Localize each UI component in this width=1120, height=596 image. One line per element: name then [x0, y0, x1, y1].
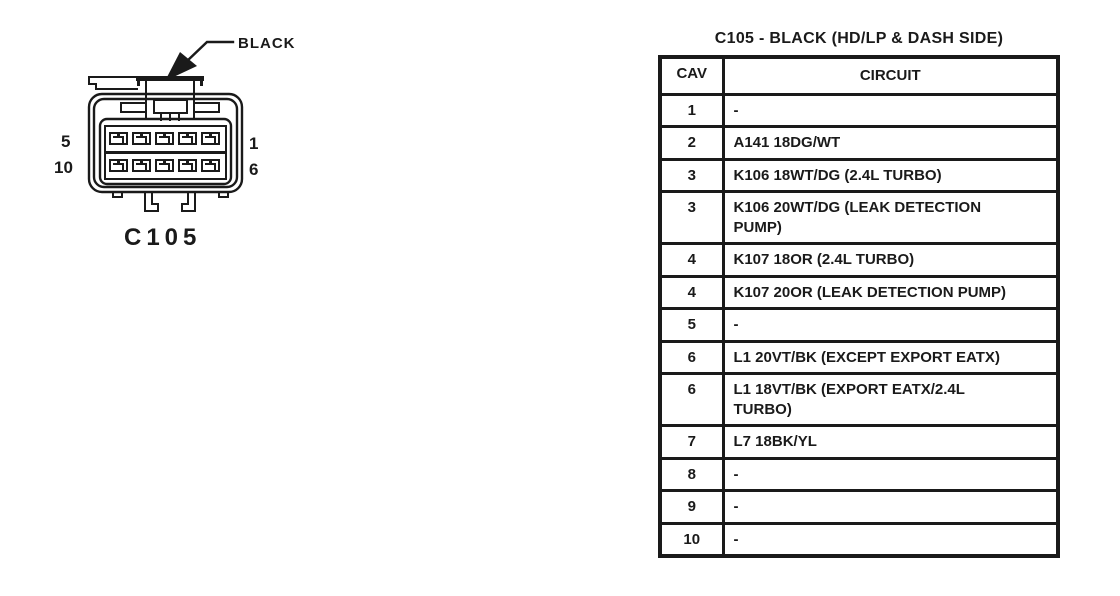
cav-cell: 4 [658, 274, 725, 310]
pinout-table-body: 1 - 2 A141 18DG/WT 3 K106 18WT/DG (2.4L … [658, 92, 1060, 558]
table-row: 6 L1 18VT/BK (EXPORT EATX/2.4L TURBO) [658, 372, 1060, 427]
table-row: 5 - [658, 307, 1060, 343]
circuit-cell: K106 18WT/DG (2.4L TURBO) [721, 157, 1060, 193]
table-row: 4 K107 20OR (LEAK DETECTION PUMP) [658, 274, 1060, 310]
table-row: 7 L7 18BK/YL [658, 424, 1060, 460]
table-row: 9 - [658, 489, 1060, 525]
circuit-cell: L7 18BK/YL [721, 424, 1060, 460]
table-row: 3 K106 18WT/DG (2.4L TURBO) [658, 157, 1060, 193]
pin-label-6: 6 [249, 160, 258, 179]
pinout-table: CAV CIRCUIT 1 - 2 A141 18DG/WT 3 K106 18… [658, 55, 1060, 558]
cav-column-header: CAV [658, 55, 725, 96]
header-row: CAV CIRCUIT [658, 55, 1060, 96]
circuit-cell: K106 20WT/DG (LEAK DETECTION PUMP) [721, 190, 1060, 245]
circuit-cell: K107 20OR (LEAK DETECTION PUMP) [721, 274, 1060, 310]
table-row: 2 A141 18DG/WT [658, 125, 1060, 161]
table-row: 10 - [658, 521, 1060, 558]
pinout-table-title: C105 - BLACK (HD/LP & DASH SIDE) [714, 30, 1004, 47]
circuit-cell: - [721, 92, 1060, 128]
connector-name-label: C105 [124, 224, 201, 251]
pinout-section: C105 - BLACK (HD/LP & DASH SIDE) CAV CIR… [658, 30, 1060, 558]
cav-cell: 2 [658, 125, 725, 161]
table-row: 4 K107 18OR (2.4L TURBO) [658, 242, 1060, 278]
circuit-cell: L1 18VT/BK (EXPORT EATX/2.4L TURBO) [721, 372, 1060, 427]
cav-cell: 1 [658, 92, 725, 128]
cav-cell: 3 [658, 190, 725, 245]
pin-label-10: 10 [54, 158, 73, 177]
cav-cell: 5 [658, 307, 725, 343]
table-row: 1 - [658, 92, 1060, 128]
connector-diagram-svg: BLACK 5 10 1 6 C105 [54, 35, 296, 251]
circuit-cell: - [721, 307, 1060, 343]
connector-figure: BLACK 5 10 1 6 C105 [0, 0, 340, 270]
circuit-cell: L1 20VT/BK (EXCEPT EXPORT EATX) [721, 339, 1060, 375]
cav-cell: 7 [658, 424, 725, 460]
circuit-cell: A141 18DG/WT [721, 125, 1060, 161]
pin-label-1: 1 [249, 134, 258, 153]
pinout-table-head: CAV CIRCUIT [658, 55, 1060, 96]
table-row: 8 - [658, 456, 1060, 492]
cav-cell: 10 [658, 521, 725, 558]
cav-cell: 4 [658, 242, 725, 278]
circuit-cell: - [721, 456, 1060, 492]
cav-cell: 8 [658, 456, 725, 492]
cav-cell: 9 [658, 489, 725, 525]
circuit-cell: - [721, 489, 1060, 525]
cav-cell: 6 [658, 372, 725, 427]
pin-label-5: 5 [61, 132, 70, 151]
connector-bottom-tabs [112, 191, 229, 212]
terminal-grid [104, 125, 227, 180]
circuit-cell: K107 18OR (2.4L TURBO) [721, 242, 1060, 278]
table-row: 6 L1 20VT/BK (EXCEPT EXPORT EATX) [658, 339, 1060, 375]
color-callout-arrow [165, 40, 235, 81]
cav-cell: 6 [658, 339, 725, 375]
color-callout-label: BLACK [238, 35, 296, 52]
table-row: 3 K106 20WT/DG (LEAK DETECTION PUMP) [658, 190, 1060, 245]
cav-cell: 3 [658, 157, 725, 193]
circuit-column-header: CIRCUIT [721, 55, 1060, 96]
circuit-cell: - [721, 521, 1060, 558]
